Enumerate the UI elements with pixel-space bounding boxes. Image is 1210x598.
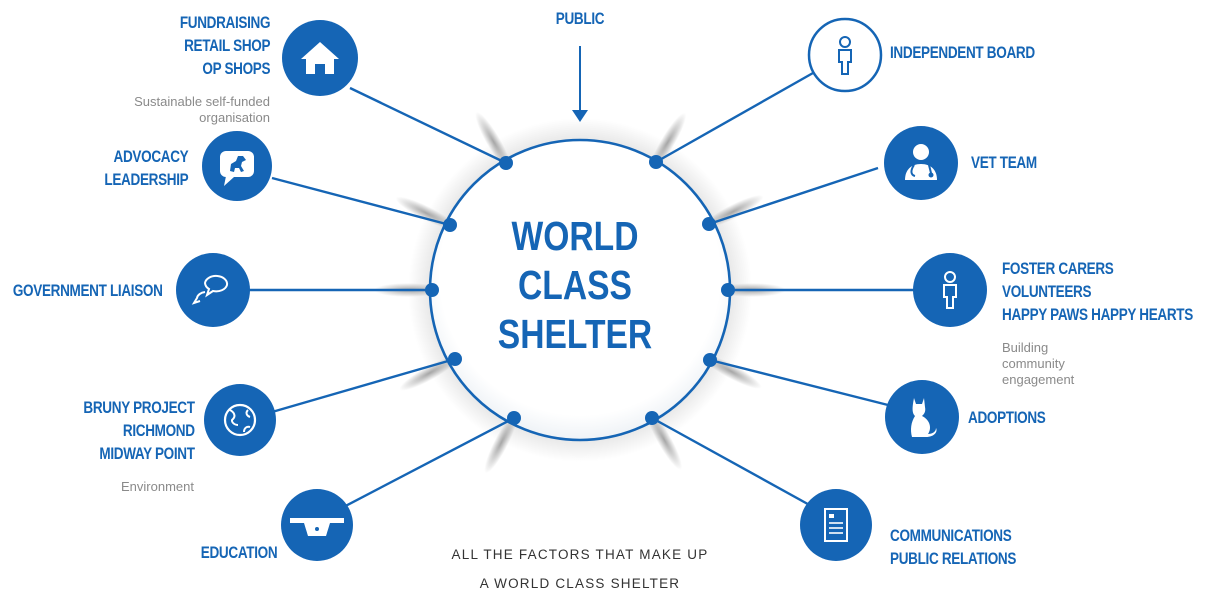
label-line: HAPPY PAWS HAPPY HEARTS: [1002, 306, 1193, 324]
sub-line: engagement: [1002, 372, 1075, 387]
label-line: COMMUNICATIONS: [890, 527, 1012, 545]
node-label-board: INDEPENDENT BOARD: [890, 42, 1035, 65]
dot-comms: [645, 411, 659, 425]
label-line: FUNDRAISING: [179, 14, 271, 32]
house-icon: [282, 20, 358, 96]
caption-line: ALL THE FACTORS THAT MAKE UP: [451, 547, 709, 562]
connector-comms: [651, 416, 816, 510]
node-sub-bruny: Environment: [121, 479, 194, 495]
dot-fundraising: [499, 156, 513, 170]
label-line: VET TEAM: [971, 154, 1037, 172]
label-line: FOSTER CARERS: [1002, 260, 1114, 278]
person-icon: [913, 253, 987, 327]
sub-line: Sustainable self-funded: [134, 94, 270, 109]
dot-education: [507, 411, 521, 425]
sub-line: Environment: [121, 479, 194, 494]
node-label-government: GOVERNMENT LIAISON: [13, 280, 163, 303]
node-label-fundraising: FUNDRAISING RETAIL SHOP OP SHOPS: [179, 12, 271, 81]
person-icon: [807, 17, 883, 93]
dot-vet: [702, 217, 716, 231]
label-line: OP SHOPS: [202, 60, 270, 78]
chat-bubbles-icon: [176, 253, 250, 327]
center-title-line: CLASS: [518, 262, 632, 308]
dot-advocacy: [443, 218, 457, 232]
caption-line: A WORLD CLASS SHELTER: [479, 576, 681, 591]
label-line: GOVERNMENT LIAISON: [13, 282, 163, 300]
sub-line: community: [1002, 356, 1065, 371]
connector-dots: [425, 155, 735, 425]
node-label-bruny: BRUNY PROJECT RICHMOND MIDWAY POINT: [83, 397, 196, 466]
mortarboard-icon: [281, 489, 353, 561]
node-sub-fundraising: Sustainable self-funded organisation: [134, 94, 270, 126]
connector-adoptions: [709, 358, 889, 407]
dog-speech-bubble-icon: [202, 131, 272, 201]
connector-board: [655, 71, 814, 164]
shadow-spike: [701, 354, 762, 389]
connector-advocacy: [271, 176, 451, 227]
node-label-advocacy: ADVOCACY LEADERSHIP: [104, 146, 188, 192]
hub-shadow-spikes: [374, 111, 786, 474]
sub-line: organisation: [199, 110, 270, 125]
document-icon: [800, 489, 872, 561]
connector-lines: [230, 71, 930, 514]
node-label-vet: VET TEAM: [971, 152, 1037, 175]
node-label-adoptions: ADOPTIONS: [968, 407, 1046, 430]
label-line: RICHMOND: [123, 422, 195, 440]
public-label: PUBLIC: [547, 8, 613, 31]
label-line: RETAIL SHOP: [183, 37, 270, 55]
public-arrow: [572, 46, 588, 122]
shadow-spike: [484, 412, 518, 474]
center-title-line: SHELTER: [497, 311, 653, 357]
connector-vet: [708, 166, 879, 226]
dot-bruny: [448, 352, 462, 366]
public-label-text: PUBLIC: [555, 10, 605, 28]
label-line: INDEPENDENT BOARD: [890, 44, 1035, 62]
label-line: ADOPTIONS: [968, 409, 1046, 427]
label-line: ADVOCACY: [113, 148, 188, 166]
shadow-spike: [395, 196, 457, 230]
label-line: BRUNY PROJECT: [83, 399, 196, 417]
dot-foster: [721, 283, 735, 297]
node-sub-foster: Building community engagement: [1002, 340, 1074, 388]
shadow-spike: [475, 111, 512, 171]
caption: ALL THE FACTORS THAT MAKE UP A WORLD CLA…: [380, 540, 780, 598]
label-line: EDUCATION: [200, 544, 278, 562]
dot-adoptions: [703, 353, 717, 367]
dot-government: [425, 283, 439, 297]
connector-fundraising: [349, 86, 507, 165]
cat-icon: [885, 380, 959, 454]
node-label-education: EDUCATION: [200, 542, 278, 565]
label-line: VOLUNTEERS: [1002, 283, 1092, 301]
globe-icon: [204, 384, 276, 456]
center-title-line: WORLD: [511, 213, 639, 259]
shadow-spike: [399, 355, 460, 391]
label-line: LEADERSHIP: [104, 171, 188, 189]
center-title: WORLD CLASS SHELTER: [489, 212, 661, 359]
dot-board: [649, 155, 663, 169]
vet-doctor-icon: [884, 126, 958, 200]
sub-line: Building: [1002, 340, 1049, 355]
shadow-spike: [646, 410, 683, 470]
node-label-foster: FOSTER CARERS VOLUNTEERS HAPPY PAWS HAPP…: [1002, 258, 1193, 327]
connector-bruny: [271, 357, 456, 414]
connector-education: [333, 416, 515, 514]
label-line: MIDWAY POINT: [99, 445, 196, 463]
label-line: PUBLIC RELATIONS: [890, 550, 1017, 568]
node-label-comms: COMMUNICATIONS PUBLIC RELATIONS: [890, 525, 1016, 571]
